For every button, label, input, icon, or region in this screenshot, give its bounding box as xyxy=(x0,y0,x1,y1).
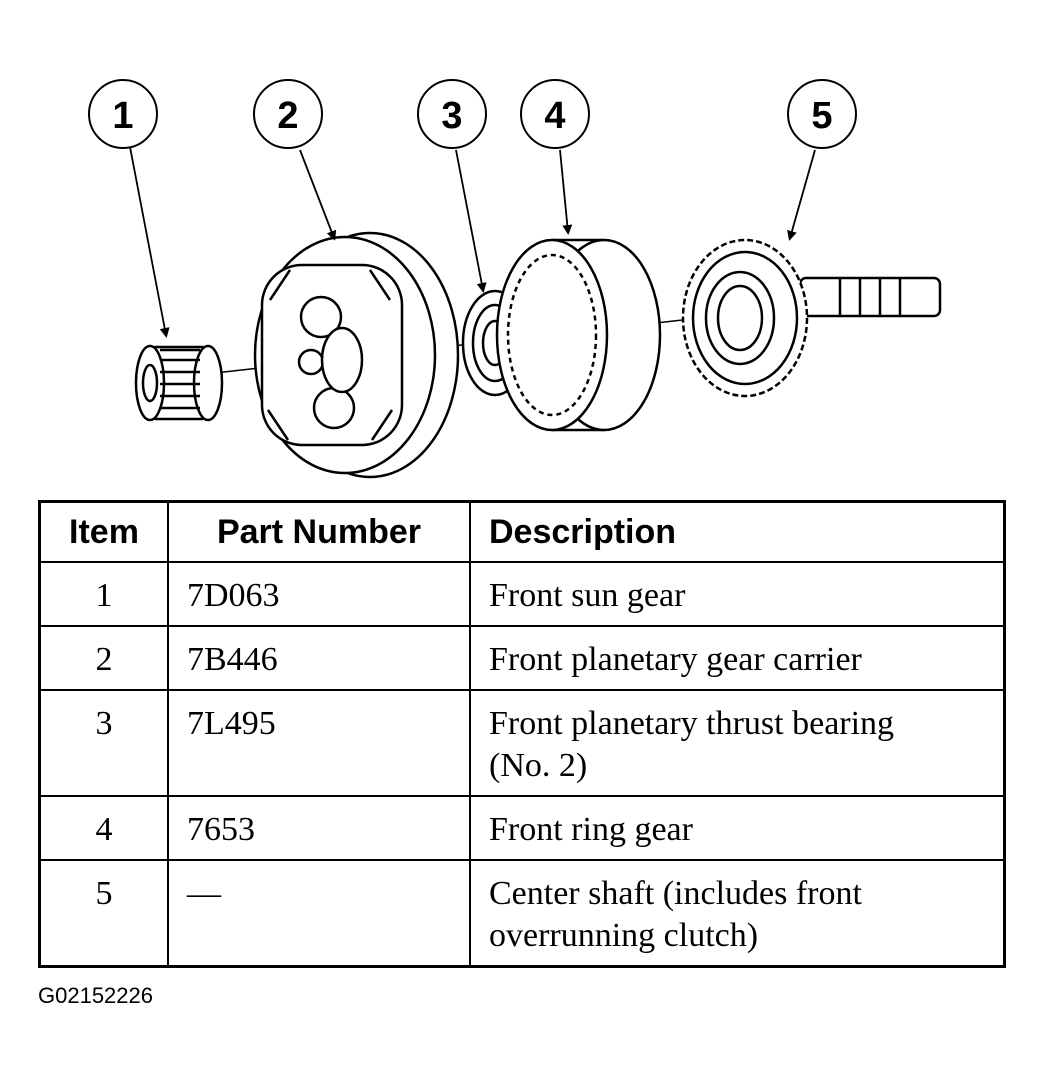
table-row: 4 7653 Front ring gear xyxy=(38,795,1006,861)
description-line: Center shaft (includes front xyxy=(489,875,862,912)
exploded-gear-diagram: 1 2 3 4 5 xyxy=(88,79,942,479)
cell-description: Front sun gear xyxy=(469,561,1006,627)
description-line: Front planetary thrust bearing xyxy=(489,705,895,742)
center-shaft-drawing xyxy=(681,238,942,398)
ring-gear-drawing xyxy=(495,238,662,432)
table-row: 1 7D063 Front sun gear xyxy=(38,561,1006,627)
cell-part-number: — xyxy=(167,859,471,968)
cell-part-number: 7653 xyxy=(167,795,471,861)
cell-item: 5 xyxy=(38,859,169,968)
callout-1: 1 xyxy=(88,79,158,149)
callout-5: 5 xyxy=(787,79,857,149)
table-row: 3 7L495 Front planetary thrust bearing (… xyxy=(38,689,1006,797)
callout-2: 2 xyxy=(253,79,323,149)
front-sun-gear-drawing xyxy=(134,344,224,422)
description-line: Front sun gear xyxy=(489,577,686,614)
figure-id: G02152226 xyxy=(38,983,153,1008)
planetary-carrier-drawing xyxy=(253,231,460,479)
cell-part-number: 7B446 xyxy=(167,625,471,691)
description-line: Front ring gear xyxy=(489,811,693,848)
cell-description: Center shaft (includes front overrunning… xyxy=(469,859,1006,968)
callout-5-label: 5 xyxy=(811,95,832,137)
description-line: Front planetary gear carrier xyxy=(489,641,862,678)
header-item: Item xyxy=(38,500,169,563)
description-line: (No. 2) xyxy=(489,747,588,784)
callout-2-label: 2 xyxy=(277,95,298,137)
cell-item: 4 xyxy=(38,795,169,861)
callout-4-label: 4 xyxy=(544,95,565,137)
table-row: 5 — Center shaft (includes front overrun… xyxy=(38,859,1006,968)
callout-3-label: 3 xyxy=(441,95,462,137)
cell-description: Front planetary thrust bearing (No. 2) xyxy=(469,689,1006,797)
table-row: 2 7B446 Front planetary gear carrier xyxy=(38,625,1006,691)
header-description: Description xyxy=(469,500,1006,563)
callout-4: 4 xyxy=(520,79,590,149)
description-line: overrunning clutch) xyxy=(489,917,759,954)
cell-description: Front planetary gear carrier xyxy=(469,625,1006,691)
callout-3: 3 xyxy=(417,79,487,149)
cell-item: 1 xyxy=(38,561,169,627)
callout-1-label: 1 xyxy=(112,95,133,137)
table-header-row: Item Part Number Description xyxy=(38,500,1006,563)
header-part-number: Part Number xyxy=(167,500,471,563)
cell-description: Front ring gear xyxy=(469,795,1006,861)
cell-item: 2 xyxy=(38,625,169,691)
parts-table: Item Part Number Description 1 7D063 Fro… xyxy=(38,500,1006,968)
cell-item: 3 xyxy=(38,689,169,797)
cell-part-number: 7D063 xyxy=(167,561,471,627)
cell-part-number: 7L495 xyxy=(167,689,471,797)
